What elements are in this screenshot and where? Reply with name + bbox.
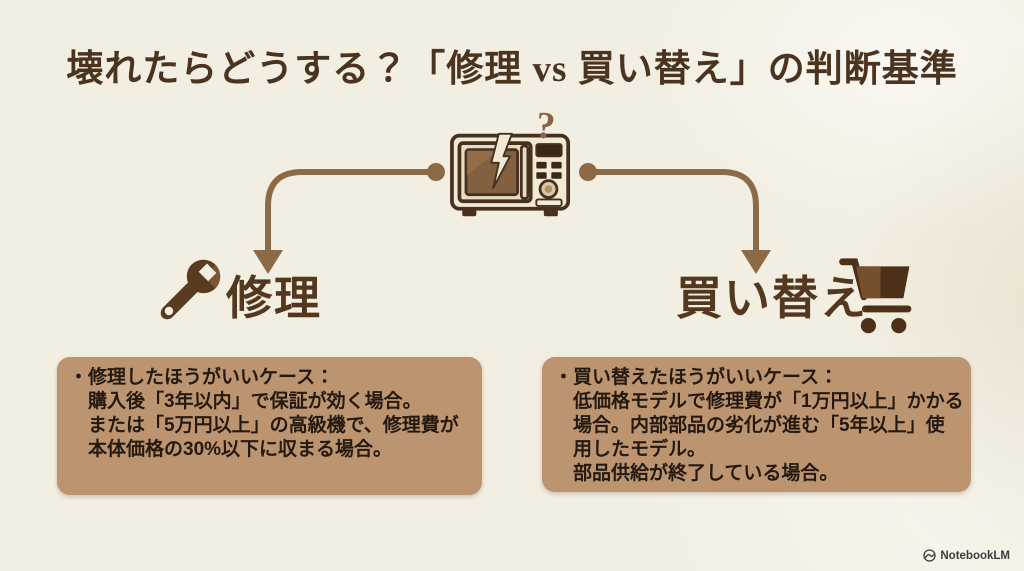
repair-case-line: 本体価格の30%以下に収まる場合。 — [88, 439, 393, 460]
replace-case-line: 用したモデル。 — [573, 439, 707, 460]
wrench-icon — [160, 259, 221, 320]
repair-case-line: 購入後「3年以内」で保証が効く場合。 — [88, 391, 422, 412]
replace-case-line: 場合。内部部品の劣化が進む「5年以上」使 — [573, 415, 945, 436]
page-title: 壊れたらどうする？「修理 vs 買い替え」の判断基準 — [66, 49, 958, 90]
broken-microwave-icon — [450, 132, 571, 217]
repair-case-heading: ・ 修理したほうがいいケース： — [69, 367, 335, 388]
right-connector-line — [585, 169, 759, 255]
footer-brand: NotebookLM — [923, 549, 1010, 562]
footer-brand-text: NotebookLM — [940, 549, 1010, 562]
replace-label: 買い替え — [676, 273, 868, 324]
replace-case-heading: ・ 買い替えたほうがいいケース： — [554, 367, 839, 388]
bullet: ・ — [69, 367, 89, 388]
right-connector-dot — [579, 163, 597, 181]
crack-bolt-shape — [490, 132, 513, 190]
repair-label: 修理 — [226, 273, 322, 324]
left-connector-dot — [427, 163, 445, 181]
bullet: ・ — [554, 367, 574, 388]
repair-case-line: または「5万円以上」の高級機で、修理費が — [88, 415, 459, 436]
left-connector-line — [265, 169, 439, 255]
repair-case-box: ・ 修理したほうがいいケース： 購入後「3年以内」で保証が効く場合。 または「5… — [57, 357, 482, 495]
replace-case-line: 部品供給が終了している場合。 — [573, 463, 839, 484]
notebooklm-logo-icon — [923, 549, 937, 562]
shopping-cart-icon — [839, 258, 912, 334]
replace-case-line: 低価格モデルで修理費が「1万円以上」かかる — [573, 391, 964, 412]
replace-case-box: ・ 買い替えたほうがいいケース： 低価格モデルで修理費が「1万円以上」かかる 場… — [542, 357, 971, 492]
